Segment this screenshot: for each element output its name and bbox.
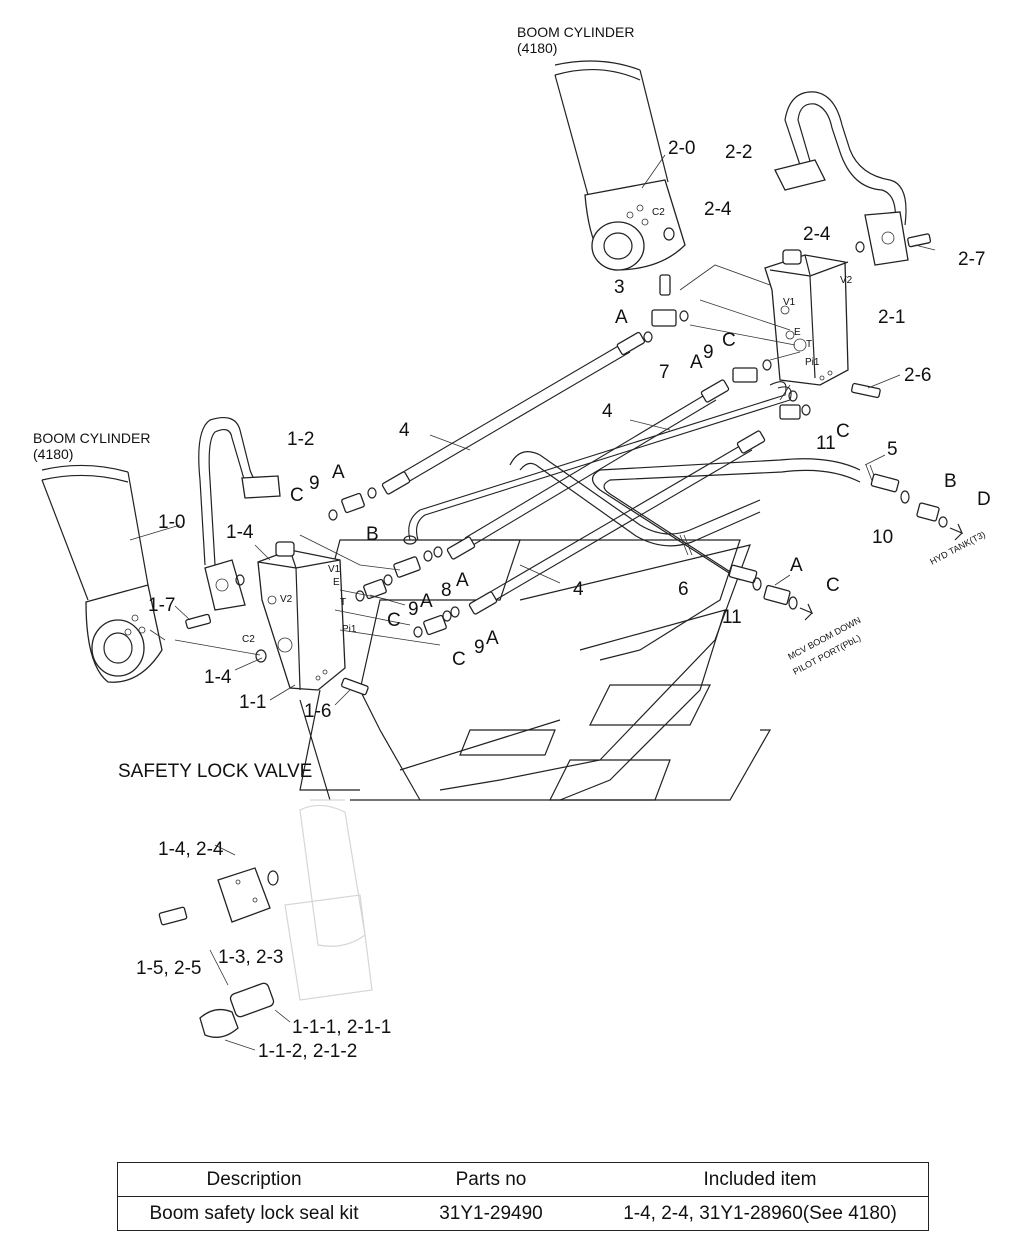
callout: 11	[722, 607, 742, 628]
callout: 11	[816, 433, 836, 454]
callout: 1-6	[304, 701, 331, 722]
right-notes: HYD TANK(T3) MCV BOOM DOWN PILOT PORT(Pb…	[786, 529, 987, 677]
right-valve-leaders	[679, 264, 801, 401]
table-row: Boom safety lock seal kit 31Y1-29490 1-4…	[118, 1197, 929, 1231]
callout: 2-0	[668, 138, 695, 159]
callout: 10	[872, 527, 893, 548]
callout: 8	[441, 580, 452, 601]
cell-description: Boom safety lock seal kit	[149, 1202, 359, 1224]
top-cylinder-name: BOOM CYLINDER	[517, 24, 634, 40]
right-valve-port-e: E	[794, 327, 801, 338]
return-pipe-2-2	[774, 91, 909, 266]
left-valve-port-v1: V1	[328, 564, 341, 575]
right-valve-port-v2: V2	[840, 275, 853, 286]
right-valve-port-pi1: Pi1	[805, 357, 820, 368]
detail-callout: 1-1-1, 2-1-1	[292, 1017, 391, 1038]
callout: 4	[399, 420, 410, 441]
callout: A	[420, 591, 433, 612]
callout: 9	[408, 599, 419, 620]
left-cylinder-title: BOOM CYLINDER (4180)	[33, 430, 150, 462]
detail-callout: 1-4, 2-4	[158, 839, 224, 860]
callout: 1-4	[204, 667, 232, 688]
callout: 9	[474, 637, 485, 658]
callout: 4	[573, 579, 584, 600]
callout: 2-7	[958, 249, 985, 270]
callout: C	[452, 649, 466, 670]
callout: 7	[659, 362, 670, 383]
hose-lines-4	[381, 331, 792, 615]
callout: C	[836, 421, 850, 442]
callout: D	[977, 489, 991, 510]
callout: A	[690, 352, 703, 373]
detail-callout: 1-1-2, 2-1-2	[258, 1041, 357, 1062]
cell-included-item: 1-4, 2-4, 31Y1-28960(See 4180)	[623, 1202, 897, 1224]
left-valve-port-t: T	[340, 597, 346, 608]
section-title: SAFETY LOCK VALVE	[118, 761, 312, 782]
callout-labels: 2-0 2-2 2-4 2-4 2-7 2-1 2-6 3 A 9 C 7 A …	[148, 138, 991, 722]
callout: 9	[703, 342, 714, 363]
frame-plate-outline	[299, 539, 772, 801]
left-valve-leaders	[299, 534, 441, 646]
right-fittings	[752, 490, 964, 621]
cell-parts-no: 31Y1-29490	[439, 1202, 543, 1224]
callout: C	[826, 575, 840, 596]
callout: 9	[309, 473, 320, 494]
header-description: Description	[206, 1168, 302, 1190]
right-safety-lock-valve: V1 V2 E T Pi1 C2	[652, 207, 853, 386]
callout: 1-7	[148, 595, 175, 616]
callout: A	[456, 570, 469, 591]
header-included-item: Included item	[703, 1168, 817, 1190]
left-valve-port-pi1: Pi1	[342, 624, 357, 635]
callout: 6	[678, 579, 689, 600]
hyd-tank-note: HYD TANK(T3)	[928, 529, 987, 567]
header-parts-no: Parts no	[455, 1168, 527, 1190]
callout: 1-0	[158, 512, 185, 533]
top-cylinder-title: BOOM CYLINDER (4180)	[517, 24, 634, 56]
top-cylinder-ref: (4180)	[517, 40, 557, 56]
callout: C	[290, 485, 304, 506]
callout: 2-2	[725, 142, 752, 163]
callout: 1-1	[239, 692, 266, 713]
right-valve-port-t: T	[806, 339, 812, 350]
callout: 5	[887, 439, 898, 460]
left-cylinder-name: BOOM CYLINDER	[33, 430, 150, 446]
callout: 1-2	[287, 429, 314, 450]
callout: C	[387, 610, 401, 631]
callout: B	[944, 471, 957, 492]
detail-exploded-view	[158, 799, 373, 1051]
top-cylinder-port-c2: C2	[652, 207, 665, 218]
callout: 2-4	[803, 224, 831, 245]
callout: A	[486, 628, 499, 649]
callout: 4	[602, 401, 613, 422]
seal-kit-table: Description Parts no Included item Boom …	[117, 1162, 929, 1231]
detail-callout-labels: 1-4, 2-4 1-5, 2-5 1-3, 2-3 1-1-1, 2-1-1 …	[136, 839, 391, 1062]
left-safety-lock-valve: V1 E T V2 Pi1 C2	[242, 541, 357, 691]
callout: 2-6	[904, 365, 931, 386]
left-valve-hardware	[185, 487, 460, 696]
hydraulic-parts-diagram: BOOM CYLINDER (4180) V1 V2 E T Pi1 C2	[33, 24, 991, 1062]
left-valve-port-e: E	[333, 577, 340, 588]
left-boom-cylinder	[41, 464, 163, 683]
left-valve-port-v2: V2	[280, 594, 293, 605]
return-pipe-1-2	[198, 417, 281, 611]
detail-callout: 1-3, 2-3	[218, 947, 283, 968]
left-cylinder-ref: (4180)	[33, 446, 73, 462]
right-valve-port-v1: V1	[783, 297, 796, 308]
callout: 2-1	[878, 307, 905, 328]
callout: 1-4	[226, 522, 254, 543]
callout: 2-4	[704, 199, 732, 220]
table-header-row: Description Parts no Included item	[117, 1163, 929, 1197]
callout: A	[790, 555, 803, 576]
callout: 3	[614, 277, 625, 298]
left-cylinder-port-c2: C2	[242, 634, 255, 645]
callout: A	[615, 307, 628, 328]
top-boom-cylinder	[554, 60, 686, 271]
callout: B	[366, 524, 379, 545]
pipe-5-6	[509, 451, 900, 584]
right-valve-hardware	[643, 227, 932, 420]
callout-leaders	[129, 154, 936, 706]
callout: A	[332, 462, 345, 483]
detail-callout: 1-5, 2-5	[136, 958, 201, 979]
callout: C	[722, 330, 736, 351]
